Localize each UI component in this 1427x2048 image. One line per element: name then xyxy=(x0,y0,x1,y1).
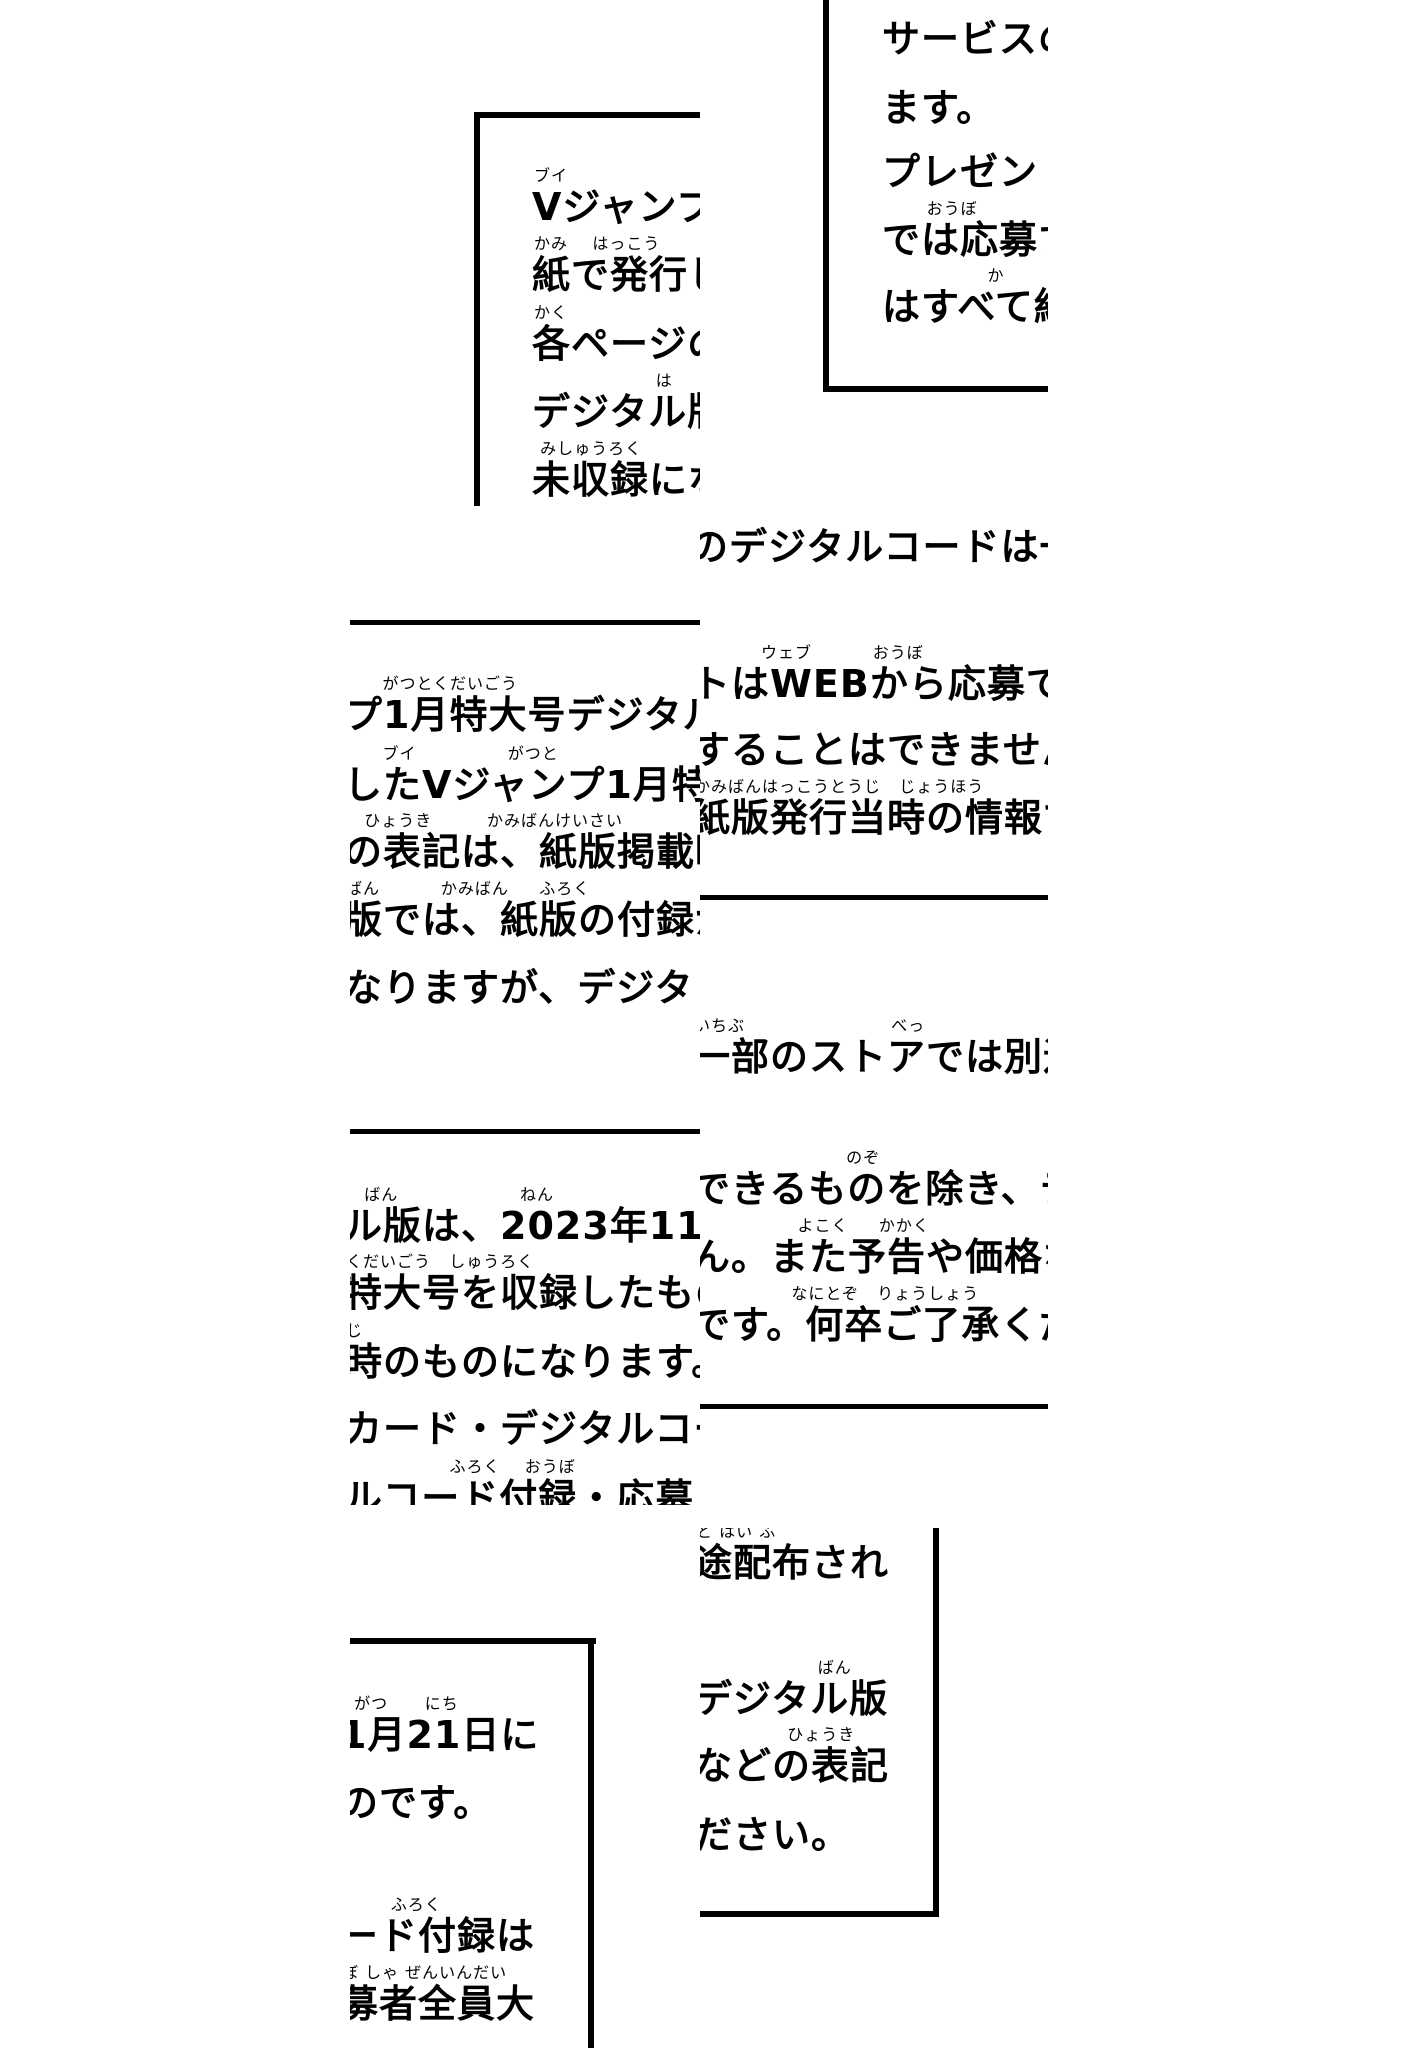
box-border-top-right-bottom xyxy=(823,386,1048,392)
furigana: なにとぞ りょうしょう xyxy=(700,1284,980,1303)
text-line: 1月21日に xyxy=(350,1713,540,1757)
furigana: ふろく おうぼ xyxy=(350,1457,576,1476)
box-border-top-left-left xyxy=(474,112,480,506)
furigana: じ xyxy=(350,1321,364,1340)
text-line: プ1月特大号デジタル xyxy=(350,693,700,737)
furigana: かく xyxy=(534,303,569,322)
text-line: です。何卒ご了承くだ xyxy=(700,1303,1048,1347)
furigana: ブイ がつと xyxy=(350,744,559,763)
furigana: がつとくだいごう xyxy=(350,674,519,693)
furigana: ばん ねん xyxy=(350,1185,554,1204)
text-line: の表記は、紙版掲載時 xyxy=(350,830,700,874)
text-line: ル版は、2023年11 xyxy=(350,1204,700,1248)
furigana: かみ はっこう xyxy=(534,234,661,253)
panel-rule xyxy=(700,1404,1048,1409)
text-fragment-right-strip: ウェブ おうぼトはWEBから応募ですることはできませんかみばんはっこうとうじ じ… xyxy=(700,600,1048,1400)
text-fragment-top-right-box: サービスのます。プレゼン おうぼでは応募す かはすべて紙 xyxy=(826,0,1048,386)
text-line: はすべて紙 xyxy=(882,285,1048,329)
text-line: 各ページの xyxy=(532,322,700,366)
box-border-bottom-right-right xyxy=(933,1528,939,1917)
text-line: できるものを除き、テ xyxy=(700,1167,1048,1211)
furigana: がつ にち xyxy=(350,1694,459,1713)
text-line: 募者全員大 xyxy=(350,1982,536,2026)
furigana: ひょうき xyxy=(700,1725,856,1744)
furigana: ばん かみばん ふろく xyxy=(350,879,591,898)
text-line: 紙で発行し xyxy=(532,253,700,297)
furigana: いちぶ べっ xyxy=(700,1016,926,1035)
text-line: Vジャンプ xyxy=(532,185,700,229)
furigana: ぼ しゃ ぜんいんだい xyxy=(350,1963,508,1982)
furigana: ウェブ おうぼ xyxy=(700,643,924,662)
text-line: トはWEBから応募で xyxy=(700,662,1048,706)
text-line: のデジタルコードは一 xyxy=(700,525,1048,569)
text-line: 特大号を収録したもの xyxy=(350,1271,700,1315)
text-line: 時のものになります。 xyxy=(350,1340,700,1384)
panel-rule xyxy=(700,895,1048,900)
text-line: などの表記 xyxy=(700,1744,890,1788)
text-line: デジタル版 xyxy=(700,1677,889,1721)
text-line: 未収録にな xyxy=(532,458,700,502)
text-line: ルコード付録・応募 xyxy=(350,1476,695,1505)
text-line: では応募す xyxy=(882,218,1048,262)
text-fragment-digital-code-line: のデジタルコードは一 xyxy=(700,510,1048,580)
furigana: のぞ xyxy=(700,1148,881,1167)
text-line: ださい。 xyxy=(700,1813,851,1857)
text-line: することはできません xyxy=(700,728,1048,772)
box-border-bottom-left-right xyxy=(588,1638,594,2048)
furigana: か xyxy=(884,266,1005,285)
text-line: 紙版発行当時の情報で xyxy=(700,796,1048,840)
furigana: おうぼ xyxy=(884,199,978,218)
panel-rule xyxy=(350,1129,700,1134)
panel-rule xyxy=(350,620,700,625)
text-fragment-bottom-right-box: と はい ふ途配布され ばんデジタル版 ひょうきなどの表記ださい。 xyxy=(700,1528,933,1911)
furigana: かみばんはっこうとうじ じょうほう xyxy=(700,777,985,796)
text-line: カード・デジタルコー xyxy=(350,1407,700,1451)
text-line: サービスの xyxy=(882,17,1048,61)
box-border-bottom-right-bottom xyxy=(700,1911,939,1917)
furigana: ばん xyxy=(700,1658,852,1677)
text-line: なりますが、デジタ xyxy=(350,966,694,1010)
furigana: くだいごう しゅうろく xyxy=(350,1252,535,1271)
text-line: ード付録は xyxy=(350,1914,536,1958)
furigana: ブイ xyxy=(534,166,569,185)
box-border-bottom-left-top xyxy=(350,1638,596,1644)
furigana: よこく かかく xyxy=(700,1216,930,1235)
furigana: ひょうき かみばんけいさい xyxy=(350,811,624,830)
text-line: 版では、紙版の付録が xyxy=(350,898,700,942)
text-line: デジタル版 xyxy=(532,390,700,434)
furigana: ふろく xyxy=(350,1895,442,1914)
text-line: のです。 xyxy=(350,1781,493,1825)
furigana: みしゅうろく xyxy=(534,439,643,458)
text-fragment-left-strip: がつとくだいごうプ1月特大号デジタル ブイ がつとしたVジャンプ1月特 ひょうき… xyxy=(350,625,700,1506)
text-line: ます。 xyxy=(882,86,996,130)
text-line: したVジャンプ1月特 xyxy=(350,763,700,807)
box-border-top-left-top xyxy=(474,112,700,118)
text-line: プレゼン xyxy=(882,150,1039,194)
text-line: 途配布され xyxy=(700,1541,890,1585)
box-border-top-right-left xyxy=(823,0,829,392)
furigana: は xyxy=(534,371,673,390)
text-line: 一部のストアでは別途 xyxy=(700,1035,1048,1079)
furigana: と はい ふ xyxy=(700,1528,777,1541)
